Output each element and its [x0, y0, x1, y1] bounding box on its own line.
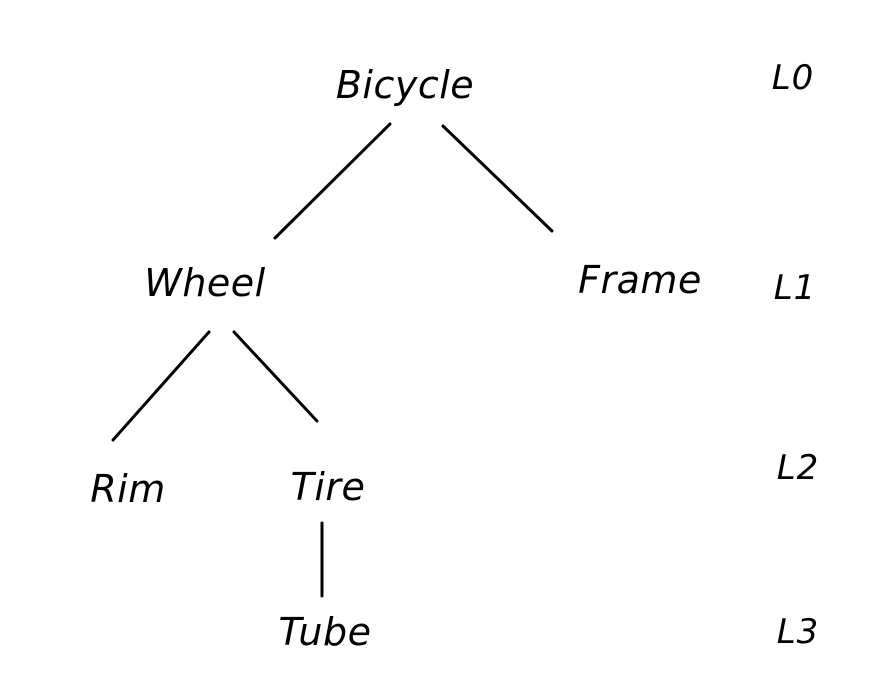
- level-label-l3: L3: [776, 612, 820, 652]
- level-label-l1: L1: [773, 268, 817, 308]
- edge-wheel-tire: [232, 330, 319, 423]
- edge-wheel-rim: [111, 330, 211, 442]
- edge-bicycle-wheel: [273, 122, 392, 240]
- level-label-l0: L0: [771, 58, 815, 98]
- node-frame[interactable]: Frame: [578, 258, 702, 302]
- node-bicycle[interactable]: Bicycle: [335, 63, 475, 107]
- edge-bicycle-frame: [441, 124, 554, 233]
- node-tire[interactable]: Tire: [290, 465, 366, 509]
- node-rim[interactable]: Rim: [90, 467, 166, 511]
- node-wheel[interactable]: Wheel: [144, 261, 266, 305]
- node-tube[interactable]: Tube: [278, 610, 372, 654]
- level-label-l2: L2: [776, 448, 820, 488]
